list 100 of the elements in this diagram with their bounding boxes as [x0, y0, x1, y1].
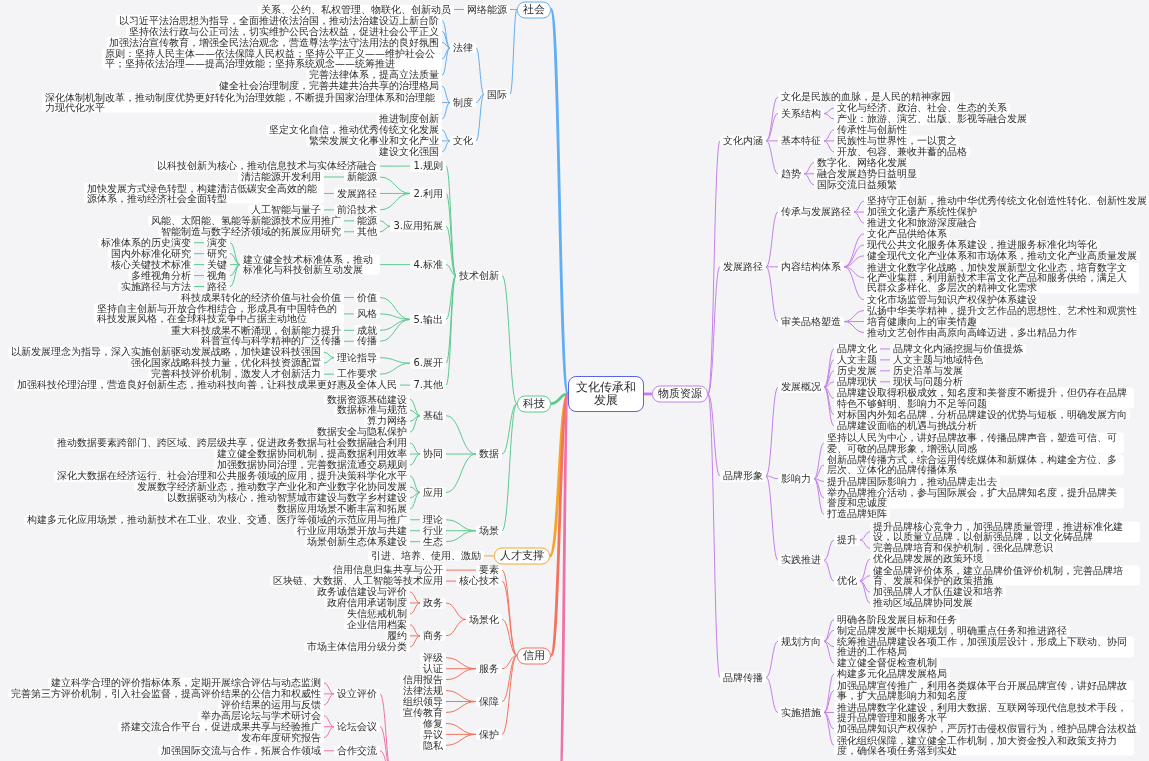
topic-box: 构建多元化品牌发展格局	[834, 668, 950, 680]
topic-box: 失信惩戒机制	[344, 608, 410, 620]
connector-line	[445, 530, 477, 543]
topic-box: 优化品牌发展的政策环境	[870, 553, 986, 565]
connector-line	[803, 173, 815, 175]
topic-box: 视角	[204, 270, 230, 281]
connector-line	[823, 386, 835, 427]
connector-line	[879, 359, 891, 361]
connector-line	[879, 348, 891, 350]
topic-box: 加强品牌人才队伍建设和培养	[870, 586, 1006, 598]
topic-box: 加强品牌知识产权保护，严厉打击侵权假冒行为，维护品牌合法权益	[834, 723, 1140, 735]
topic-box: 审美品格塑造	[778, 316, 844, 327]
connector-line	[343, 220, 355, 222]
topic-box: 完善第三方评价机制，引入社会监督，提高评价结果的公信力和权威性	[8, 688, 324, 700]
topic-box: 历史发展	[834, 365, 880, 377]
topic-box: 建立科学合理的评价指标体系，定期开展综合评估与动态监测	[48, 677, 324, 689]
connector-line	[323, 373, 335, 375]
connector-line	[823, 618, 835, 642]
topic-box: 商务	[420, 630, 446, 642]
connector-line	[323, 192, 335, 194]
connector-line	[823, 712, 835, 746]
connector-line	[823, 386, 835, 399]
topic-box: 弘扬中华美学精神，提升文艺作品的思想性、艺术性和观赏性	[864, 305, 1140, 316]
connector-line	[483, 555, 495, 557]
topic-box: 提升品牌国际影响力，推动品牌走出去	[824, 476, 1000, 487]
topic-box: 场景创新生态体系建设	[304, 536, 410, 547]
connector-line	[441, 102, 451, 120]
connector-line	[409, 415, 421, 422]
topic-box: 科普宣传与科学精神的广泛传播	[198, 336, 344, 347]
connector-line	[409, 602, 421, 615]
connector-line	[765, 386, 779, 477]
connector-line	[475, 93, 485, 142]
topic-box: 健全品牌评价体系，建立品牌价值评价机制，完善品牌培育、发展和保护的政策措施	[870, 565, 1140, 586]
topic-box: 场景化	[466, 614, 502, 625]
topic-box: 制定品牌发展中长期规划，明确重点任务和推进路径	[834, 625, 1070, 636]
connector-line	[765, 266, 779, 268]
connector-line	[441, 41, 451, 49]
connector-line	[409, 635, 421, 637]
topic-box: 发展路径	[334, 188, 380, 199]
topic-box: 坚持自主创新与开放合作相结合，形成具有中国特色的科技发展风格，在全球科技竞争中占据主动地位	[94, 303, 344, 325]
topic-box: 履约	[384, 630, 410, 642]
main-topic: 人才支撑	[494, 547, 550, 565]
connector-line	[765, 96, 779, 142]
main-topic: 信用	[517, 647, 551, 665]
topic-box: 坚持守正创新，推动中华优秀传统文化创造性转化、创新性发展	[864, 195, 1149, 207]
connector-line	[323, 682, 335, 695]
topic-box: 以数据驱动为核心，推动智慧城市建设与数字乡村建设	[164, 492, 410, 504]
connector-line	[765, 640, 779, 678]
connector-line	[765, 266, 779, 323]
connector-line	[193, 264, 205, 266]
connector-line	[229, 264, 241, 277]
topic-box: 宣传教育	[400, 707, 446, 718]
topic-box: 加强法治宣传教育，增强全民法治观念，营造尊法学法守法用法的良好氛围	[106, 37, 442, 48]
topic-box: 现代公共文化服务体系建设，推进服务标准化均等化	[864, 239, 1100, 251]
connector-line	[765, 475, 779, 561]
connector-line	[823, 673, 835, 713]
connector-line	[823, 140, 835, 142]
topic-box: 提升品牌核心竞争力，加强品牌质量管理，推进标准化建设，以质量立品牌，以创新强品牌，以文化铸品牌	[870, 521, 1140, 543]
topic-box: 价值	[354, 292, 380, 303]
topic-box: 搭建交流合作平台，促进成果共享与经验推广	[118, 721, 324, 732]
topic-box: 核心关键技术标准	[108, 259, 194, 270]
topic-box: 强化组织保障，建立健全工作机制，加大资金投入和政策支持力度，确保各项任务落到实处	[834, 734, 1134, 756]
topic-box: 建立健全技术标准体系，推动标准化与科技创新互动发展	[240, 254, 380, 275]
topic-box: 要素	[476, 564, 502, 576]
topic-box: 4.标准	[410, 259, 446, 270]
connector-line	[343, 231, 355, 233]
topic-box: 隐私	[420, 740, 446, 751]
connector-line	[193, 275, 205, 277]
topic-box: 数据应用场景不断丰富和拓展	[274, 503, 410, 515]
connector-line	[445, 569, 477, 571]
topic-box: 推进文化数字化战略，加快发展新型文化业态，培育数字文化产业集群，利用新技术丰富文化产品和服务供给，满足人民群众多样化、多层次的精神文化需求	[864, 262, 1139, 294]
connector-line	[859, 580, 871, 593]
topic-box: 网络能源	[464, 4, 510, 15]
topic-box: 影响力	[778, 473, 814, 484]
topic-box: 关系结构	[778, 108, 824, 119]
topic-box: 科技成果转化的经济价值与社会价值	[178, 292, 344, 303]
topic-box: 品牌传播	[720, 672, 766, 683]
topic-box: 深化体制机制改革，推动制度优势更好转化为治理效能，不断提升国家治理体系和治理能力现代化水平	[42, 92, 442, 113]
topic-box: 文化内涵	[720, 135, 766, 147]
topic-box: 组织领导	[400, 696, 446, 707]
topic-box: 基本特征	[778, 135, 824, 147]
connector-line	[445, 225, 457, 277]
topic-box: 构建多元化应用场景，推动新技术在工业、农业、交通、医疗等领域的示范应用与推广	[24, 514, 410, 526]
connector-line	[823, 712, 835, 730]
main-topic: 社会	[517, 1, 551, 18]
topic-box: 传承性与创新性	[834, 124, 910, 136]
topic-box: 融合发展趋势日益明显	[814, 168, 920, 180]
connector-line	[823, 640, 835, 648]
connector-line	[707, 393, 721, 678]
topic-box: 制度	[450, 97, 476, 108]
topic-box: 优化	[834, 575, 860, 587]
connector-line	[409, 415, 421, 433]
connector-line	[409, 453, 421, 455]
topic-box: 数字化、网络化发展	[814, 157, 910, 169]
topic-box: 风能、太阳能、氢能等新能源技术应用推广	[148, 215, 344, 227]
connector-line	[445, 275, 457, 320]
connector-line	[859, 539, 871, 549]
topic-box: 路径	[204, 281, 230, 292]
topic-box: 加强品牌宣传推广，利用各类媒体平台开展品牌宣传，讲好品牌故事，扩大品牌影响力和知名度	[834, 680, 1134, 701]
topic-box: 坚定文化自信，推动优秀传统文化发展	[266, 124, 442, 136]
